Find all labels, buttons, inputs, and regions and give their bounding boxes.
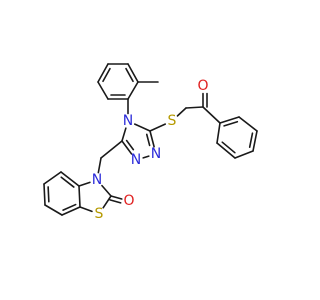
bond-bz1-bz2-inner	[62, 203, 77, 211]
atom-n-n_btz: N	[92, 172, 102, 188]
bond-ch2_n-n_btz	[97, 157, 102, 174]
bond-ch2_s-c_co	[185, 106, 204, 109]
atom-o-o_ket: O	[197, 78, 208, 94]
atom-n-n2: N	[151, 146, 161, 162]
bond-ar_c5-ar_c6	[127, 63, 139, 83]
bond-bz6-n_btz	[78, 181, 91, 187]
atom-label: S	[95, 206, 104, 222]
bond-bz2-bz3	[44, 204, 63, 216]
bond-ar_c2-ar_c3	[97, 81, 109, 100]
bond-ph1-ph2-inner	[223, 120, 239, 127]
bond-bz4-bz5	[43, 171, 62, 185]
bond-s_btz-bz1	[79, 206, 93, 213]
bond-bz5-bz6	[60, 171, 80, 187]
atom-label: N	[92, 172, 102, 188]
bond-ph1-ph2	[219, 116, 240, 124]
bond-bz1-bz6	[78, 185, 81, 208]
bonds-layer	[43, 63, 258, 216]
bond-bz3-bz4	[43, 183, 46, 206]
bond-c3-s_thio	[149, 123, 166, 132]
atom-label: N	[123, 113, 133, 129]
bond-ar_c5-ar_c6-inner	[125, 67, 134, 83]
bond-bz3-bz4-inner	[47, 186, 50, 203]
atom-s-s_thio: S	[168, 113, 177, 129]
atom-label: O	[123, 193, 134, 209]
atom-label: S	[168, 113, 177, 129]
bond-ph5-ph6-inner	[221, 141, 236, 154]
atom-o-o_btz: O	[123, 193, 134, 209]
bond-ar_c3-ar_c4-inner	[102, 67, 111, 83]
bond-ph6-ph1	[216, 122, 221, 144]
bond-c_btz-s_btz	[102, 195, 112, 209]
bond-ph4-ph5	[234, 150, 254, 159]
bond-ph2-ph3	[238, 116, 258, 132]
bond-c3-n2	[149, 130, 155, 148]
atom-label: N	[151, 146, 161, 162]
bond-ph3-ph4-inner	[248, 132, 254, 149]
bond-ar_c3-ar_c4	[97, 63, 109, 83]
bond-ph5-ph6	[216, 142, 236, 159]
bond-n1-c5-inner	[125, 139, 135, 151]
bond-c_btz-o_btz-second	[109, 199, 122, 204]
bond-n1-c5	[121, 140, 133, 155]
bond-n2-n1	[142, 155, 150, 159]
bond-c_co-ph1	[202, 106, 221, 124]
bond-ph3-ph4	[252, 130, 258, 152]
atom-label: O	[197, 78, 208, 94]
atom-s-s_btz: S	[95, 206, 104, 222]
atom-label: N	[131, 152, 141, 168]
bond-n_btz-c_btz	[101, 184, 112, 197]
bond-bz1-bz2	[61, 206, 81, 216]
bond-c3-n2-inner	[145, 133, 151, 147]
bond-c_btz-o_btz	[110, 195, 123, 200]
bond-c5-ch2_n	[100, 140, 123, 159]
atom-n-n1: N	[131, 152, 141, 168]
atom-n-n4: N	[123, 113, 133, 129]
bond-ar_c6-ar_c1	[127, 81, 139, 100]
bond-n4-c3	[134, 123, 151, 132]
bond-bz5-bz6-inner	[60, 176, 75, 188]
bond-n4-c5	[121, 127, 127, 142]
bond-s_thio-ch2_s	[176, 107, 187, 117]
